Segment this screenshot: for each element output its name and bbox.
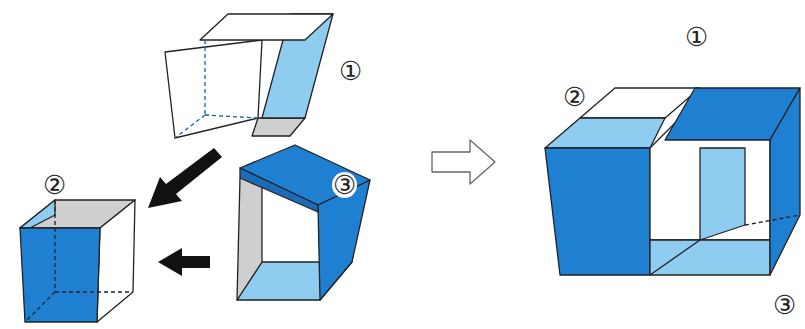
callout-number: ② — [562, 84, 587, 110]
callout-number: ② — [42, 172, 67, 198]
move-arrow — [148, 148, 222, 208]
callout-number: ① — [338, 58, 363, 84]
callout-number: ③ — [332, 172, 357, 198]
piece-two — [20, 200, 135, 322]
result-arrow — [432, 140, 495, 184]
piece-three — [237, 145, 370, 300]
move-arrow — [158, 248, 210, 276]
combined-solid — [545, 88, 800, 275]
callout-number: ① — [684, 24, 709, 50]
piece-one — [165, 14, 333, 138]
callout-number: ③ — [772, 292, 797, 318]
